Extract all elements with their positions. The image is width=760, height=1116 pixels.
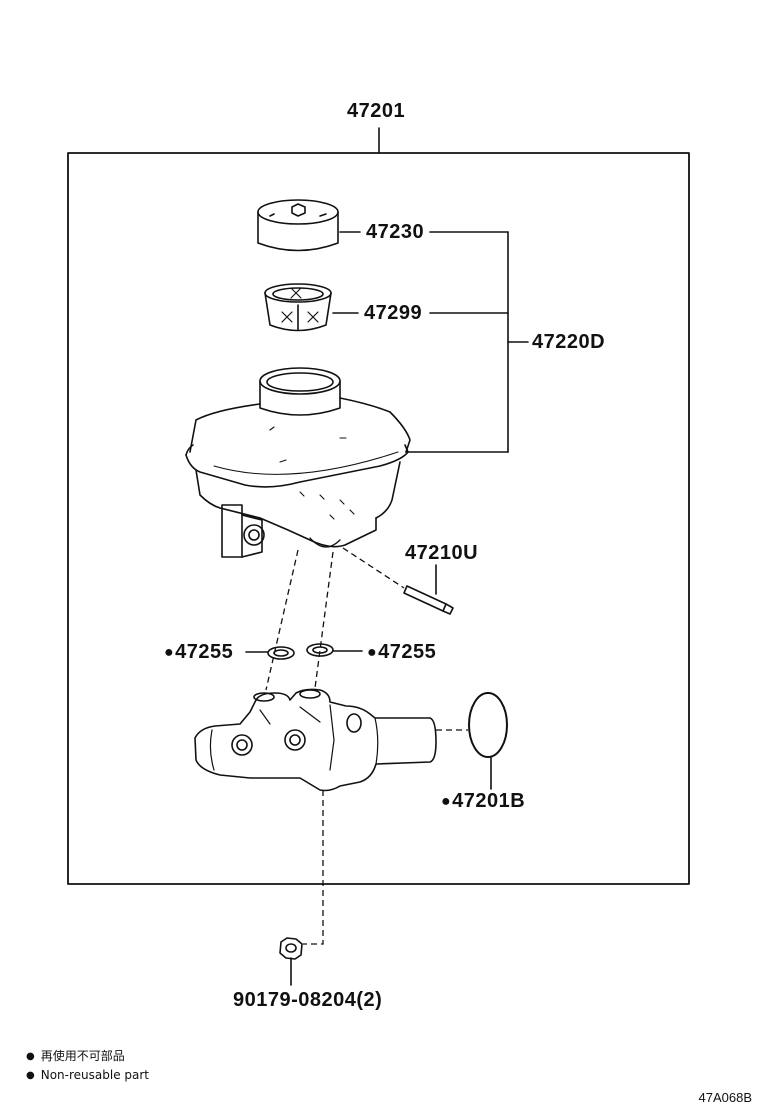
dashed-right-grommet — [314, 551, 334, 689]
label-pin: 47210U — [405, 542, 479, 564]
label-grommet-left: 47255 — [164, 642, 233, 662]
reservoir-pin-drawing — [403, 585, 454, 615]
grommet-left-drawing — [267, 646, 295, 660]
dashed-pin — [342, 547, 405, 589]
label-reservoir-set: 47220D — [532, 331, 606, 353]
label-strainer: 47299 — [364, 302, 423, 324]
strainer-drawing — [264, 283, 332, 332]
legend-non-reusable-jp: 再使用不可部品 — [26, 1050, 125, 1063]
label-o-ring: 47201B — [441, 791, 525, 811]
reservoir-drawing — [185, 367, 411, 558]
label-grommet-right: 47255 — [367, 642, 436, 662]
legend-non-reusable-en: Non-reusable part — [26, 1069, 149, 1082]
label-cap: 47230 — [366, 221, 425, 243]
label-nut: 90179-08204(2) — [233, 989, 383, 1011]
nut-drawing — [279, 937, 303, 960]
dashed-left-grommet — [265, 549, 299, 691]
assembly-frame — [67, 152, 690, 885]
reservoir-cap-drawing — [257, 199, 339, 252]
master-cylinder-drawing — [194, 688, 437, 792]
o-ring-drawing — [468, 692, 508, 758]
figure-code: 47A068B — [698, 1090, 753, 1105]
label-assembly: 47201 — [347, 100, 406, 122]
dashed-nut — [303, 790, 324, 945]
